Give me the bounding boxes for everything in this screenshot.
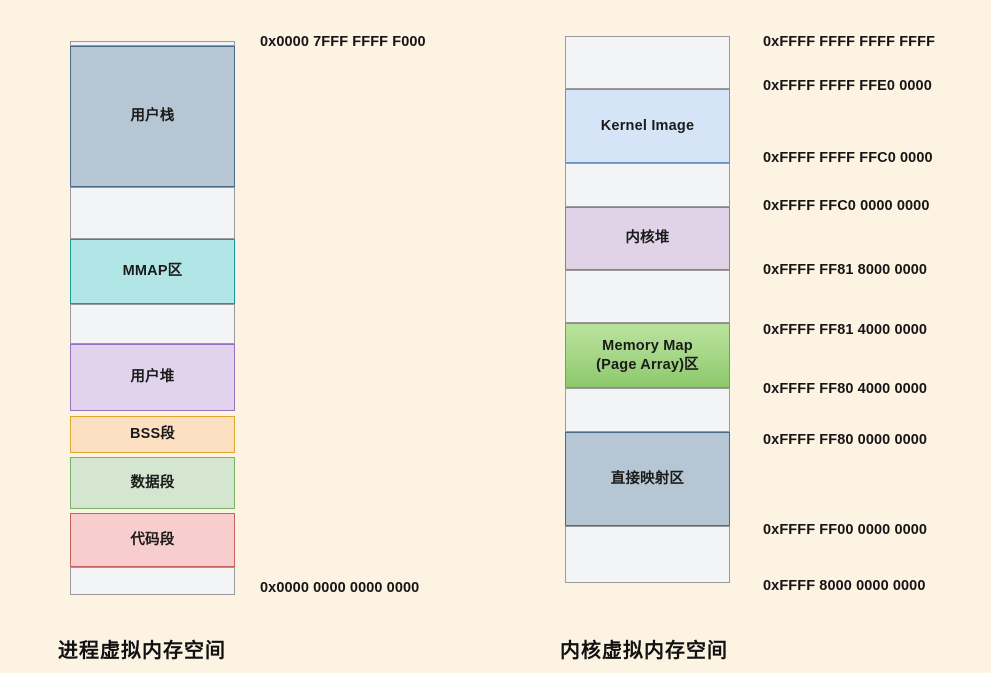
kernel-image: Kernel Image (565, 89, 730, 163)
mmap-area-label: MMAP区 (122, 263, 183, 280)
kernel-heap-label: 内核堆 (625, 230, 670, 247)
addr-ffff-ff00-0000-0000: 0xFFFF FF00 0000 0000 (763, 522, 928, 538)
user-heap: 用户堆 (70, 344, 235, 411)
data-segment: 数据段 (70, 457, 235, 509)
process-bottom-address: 0x0000 0000 0000 0000 (260, 580, 420, 596)
memory-map-page-array: Memory Map(Page Array)区 (565, 323, 730, 388)
bottom-reserved-gap (70, 567, 235, 595)
bss-segment: BSS段 (70, 416, 235, 453)
addr-ffff-ffff-ffff-ffff: 0xFFFF FFFF FFFF FFFF (763, 34, 936, 50)
bss-segment-label: BSS段 (129, 426, 176, 443)
addr-ffff-ffff-ffe0-0000: 0xFFFF FFFF FFE0 0000 (763, 78, 932, 94)
addr-ffff-ff80-0000-0000: 0xFFFF FF80 0000 0000 (763, 432, 928, 448)
kernel-heap-memmap-gap (565, 270, 730, 323)
code-segment: 代码段 (70, 513, 235, 567)
addr-ffff-ffc0-0000-0000: 0xFFFF FFC0 0000 0000 (763, 198, 930, 214)
user-heap-label: 用户堆 (130, 369, 175, 386)
process-space-caption: 进程虚拟内存空间 (58, 640, 226, 662)
top-edge-strip (70, 41, 235, 46)
kernel-image-label: Kernel Image (600, 117, 695, 134)
kernel-heap: 内核堆 (565, 207, 730, 270)
direct-mapping-area: 直接映射区 (565, 432, 730, 526)
direct-mapping-area-label: 直接映射区 (610, 470, 685, 487)
kernel-image-heap-gap (565, 163, 730, 207)
user-stack-label: 用户栈 (130, 108, 175, 125)
mmap-heap-gap (70, 304, 235, 344)
addr-ffff-ff80-4000-0000: 0xFFFF FF80 4000 0000 (763, 381, 928, 397)
mmap-area: MMAP区 (70, 239, 235, 304)
addr-ffff-ffff-ffc0-0000: 0xFFFF FFFF FFC0 0000 (763, 150, 933, 166)
code-segment-label: 代码段 (130, 531, 175, 548)
kernel-top-gap (565, 36, 730, 89)
addr-ffff-ff81-4000-0000: 0xFFFF FF81 4000 0000 (763, 322, 928, 338)
memory-map-page-array-label: Memory Map(Page Array)区 (596, 338, 699, 373)
user-stack: 用户栈 (70, 46, 235, 187)
addr-ffff-8000-0000-0000: 0xFFFF 8000 0000 0000 (763, 578, 926, 594)
data-segment-label: 数据段 (130, 474, 175, 491)
addr-ffff-ff81-8000-0000: 0xFFFF FF81 8000 0000 (763, 262, 928, 278)
process-virtual-memory-column: 用户栈 MMAP区用户堆 BSS段数据段代码段 (70, 0, 235, 600)
kernel-virtual-memory-column: Kernel Image 内核堆 Memory Map(Page Array)区直接… (565, 0, 730, 600)
kernel-bottom-gap (565, 526, 730, 583)
memmap-directmap-gap (565, 388, 730, 432)
stack-mmap-gap (70, 187, 235, 239)
process-top-address: 0x0000 7FFF FFFF F000 (260, 34, 426, 50)
kernel-space-caption: 内核虚拟内存空间 (560, 640, 728, 662)
